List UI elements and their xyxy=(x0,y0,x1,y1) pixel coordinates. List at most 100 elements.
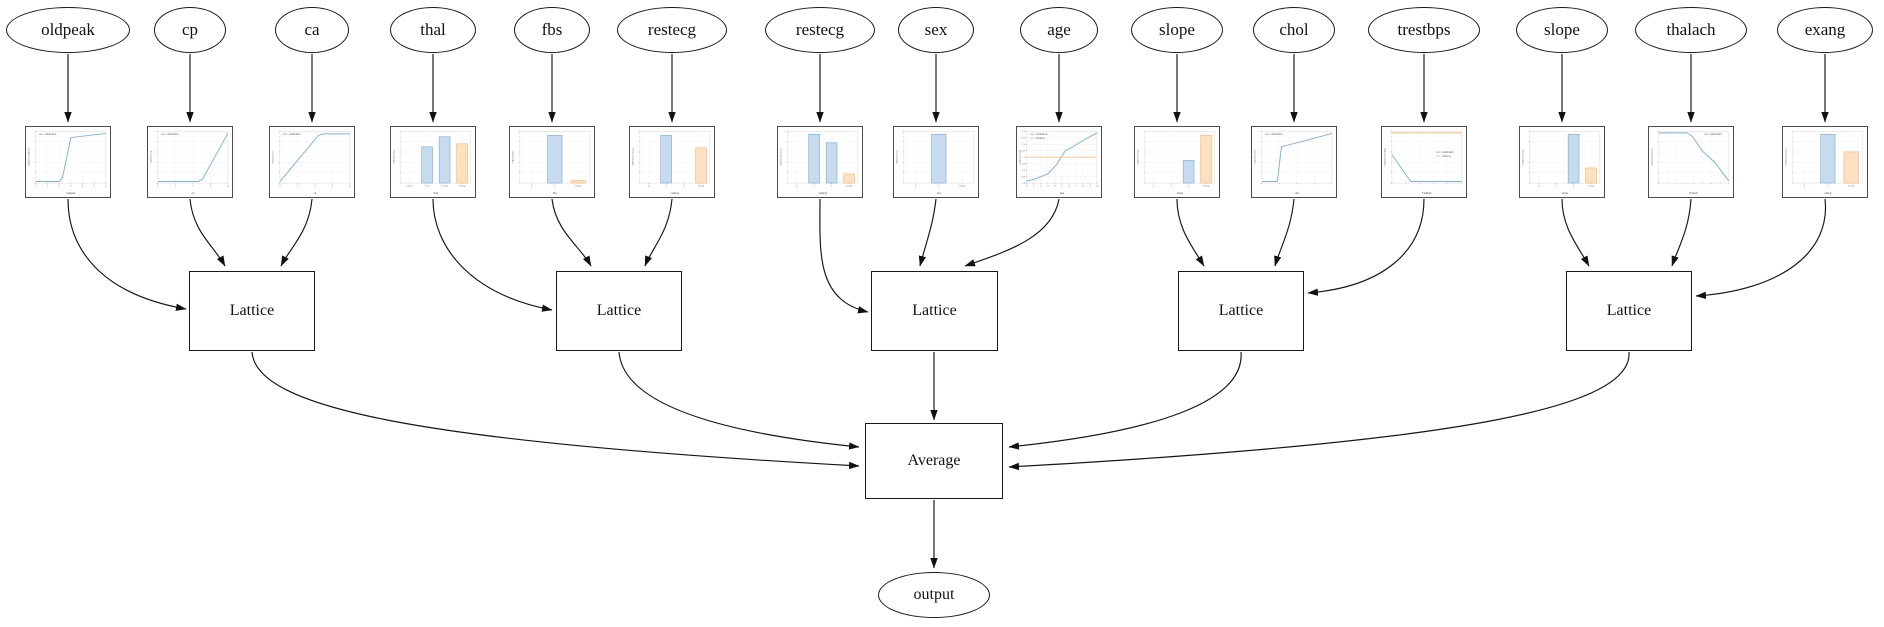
svg-text:6: 6 xyxy=(1068,185,1070,187)
svg-text:missing: missing xyxy=(1036,137,1045,140)
svg-text:2.0: 2.0 xyxy=(1022,131,1026,133)
arrow-lattice-2-to-average xyxy=(618,351,860,450)
feature-node-restecg: restecg xyxy=(765,7,875,53)
svg-text:age: age xyxy=(1060,192,1065,195)
svg-text:4: 4 xyxy=(227,185,229,187)
svg-text:2: 2 xyxy=(59,185,61,187)
feature-node-fbs: fbs xyxy=(514,7,590,53)
svg-text:3: 3 xyxy=(1047,185,1049,187)
arrow-calibrator-slope-to-lattice xyxy=(1561,198,1590,267)
svg-text:1: 1 xyxy=(1033,185,1035,187)
svg-text:calibrated chol: calibrated chol xyxy=(1253,149,1256,164)
arrow-calibrator-age-to-lattice xyxy=(964,198,1060,267)
svg-text:missing: missing xyxy=(1588,185,1594,187)
svg-text:2: 2 xyxy=(831,185,833,187)
output-label: output xyxy=(913,586,955,603)
svg-text:5: 5 xyxy=(94,185,96,187)
arrow-calibrator-trestbps-to-lattice xyxy=(1307,198,1425,296)
arrow-calibrator-cp-to-lattice xyxy=(189,198,226,267)
svg-text:0: 0 xyxy=(1538,185,1540,187)
svg-text:calibrated: calibrated xyxy=(289,133,301,136)
svg-text:0.75: 0.75 xyxy=(1021,163,1025,165)
svg-text:reversible: reversible xyxy=(441,184,449,187)
svg-text:calibrated thalach: calibrated thalach xyxy=(1650,147,1653,166)
arrow-calibrator-chol-to-lattice xyxy=(1274,198,1295,267)
arrow-calibrator-exang-to-lattice xyxy=(1695,198,1827,299)
svg-text:1: 1 xyxy=(297,185,299,187)
svg-text:1: 1 xyxy=(938,185,940,187)
svg-text:0: 0 xyxy=(648,185,650,187)
svg-text:calibrated ca: calibrated ca xyxy=(271,150,274,164)
arrow-calibrator-ca-to-lattice xyxy=(280,198,313,267)
lattice-3-label: Lattice xyxy=(912,302,957,319)
svg-text:7: 7 xyxy=(1075,185,1077,187)
svg-text:missing: missing xyxy=(846,185,852,187)
svg-text:1: 1 xyxy=(1170,185,1172,187)
svg-text:calibrated age: calibrated age xyxy=(1018,149,1021,164)
svg-text:calibrated: calibrated xyxy=(45,133,57,136)
feature-node-thalach: thalach xyxy=(1635,7,1747,53)
svg-text:3: 3 xyxy=(210,185,212,187)
svg-text:calibrated trestbps: calibrated trestbps xyxy=(1383,148,1386,167)
svg-text:1: 1 xyxy=(665,185,667,187)
svg-text:calibrated thal: calibrated thal xyxy=(392,149,395,164)
svg-text:3: 3 xyxy=(70,185,72,187)
arrow-calibrator-thal-to-lattice xyxy=(432,198,553,312)
arrow-calibrator-sex-to-lattice xyxy=(918,198,937,267)
feature-node-oldpeak: oldpeak xyxy=(6,7,130,53)
svg-text:fixed: fixed xyxy=(425,185,429,187)
svg-text:slope: slope xyxy=(1177,192,1184,195)
svg-text:1: 1 xyxy=(47,185,49,187)
feature-node-restecg: restecg xyxy=(617,7,727,53)
arrow-calibrator-oldpeak-to-lattice xyxy=(67,198,187,311)
svg-text:calibrated slope: calibrated slope xyxy=(1521,148,1524,165)
svg-text:calibrated sex: calibrated sex xyxy=(895,149,898,164)
feature-node-chol: chol xyxy=(1253,7,1335,53)
svg-text:restecg: restecg xyxy=(819,192,828,195)
svg-text:thal: thal xyxy=(434,192,439,195)
feature-node-sex: sex xyxy=(898,7,974,53)
lattice-4-label: Lattice xyxy=(1218,302,1264,319)
svg-text:calibrated oldpeak: calibrated oldpeak xyxy=(27,147,30,166)
svg-text:0: 0 xyxy=(157,185,159,187)
lattice-node-1: Lattice xyxy=(189,271,315,351)
feature-node-cp: cp xyxy=(154,7,226,53)
svg-text:calibrated exang: calibrated exang xyxy=(1784,148,1787,166)
svg-text:0: 0 xyxy=(1153,185,1155,187)
svg-text:calibrated restecg: calibrated restecg xyxy=(631,147,634,166)
arrow-calibrator-fbs-to-lattice xyxy=(551,198,592,267)
lattice-node-2: Lattice xyxy=(556,271,682,351)
svg-text:3: 3 xyxy=(332,185,334,187)
svg-text:0.25: 0.25 xyxy=(1021,176,1025,178)
svg-text:1: 1 xyxy=(175,185,177,187)
svg-text:ca: ca xyxy=(314,192,317,195)
svg-text:calibrated fbs: calibrated fbs xyxy=(511,150,514,164)
svg-text:4: 4 xyxy=(349,185,351,187)
output-node: output xyxy=(878,572,990,618)
svg-text:2: 2 xyxy=(683,185,685,187)
arrow-calibrator-thalach-to-lattice xyxy=(1671,198,1692,267)
feature-node-exang: exang xyxy=(1777,7,1873,53)
lattice-node-5: Lattice xyxy=(1566,271,1692,351)
svg-text:0: 0 xyxy=(279,185,281,187)
